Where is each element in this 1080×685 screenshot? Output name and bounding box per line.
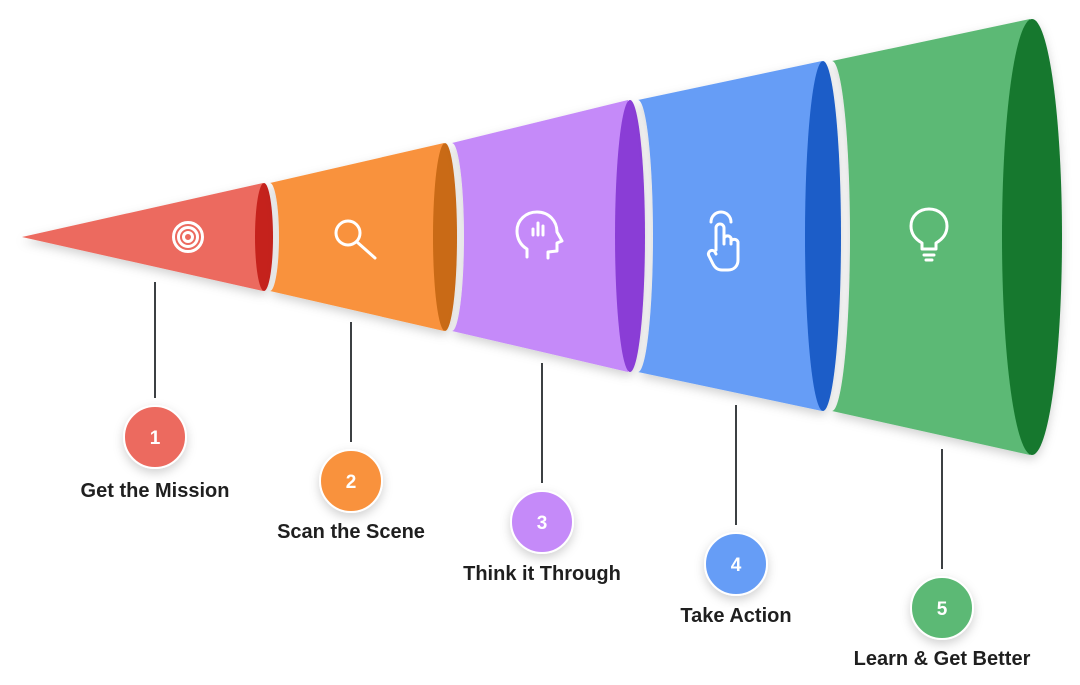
segment-5-face bbox=[832, 19, 1030, 455]
segment-5-rim bbox=[1002, 19, 1062, 455]
thinking-head-icon bbox=[515, 210, 564, 260]
segment-1-face bbox=[22, 183, 263, 291]
step-4-number-circle bbox=[704, 532, 768, 596]
target-icon bbox=[172, 221, 204, 253]
step-5-marker: 5 Learn & Get Better bbox=[854, 449, 1031, 670]
step-4-number: 4 bbox=[731, 555, 742, 576]
segment-3-rim bbox=[615, 100, 645, 372]
funnel-segment-1 bbox=[22, 183, 273, 291]
step-5-number-circle bbox=[910, 576, 974, 640]
step-2-marker: 2 Scan the Scene bbox=[277, 322, 425, 543]
tap-hand-icon bbox=[706, 210, 740, 272]
step-2-number-circle bbox=[319, 449, 383, 513]
funnel-segment-4 bbox=[638, 61, 841, 411]
lightbulb-icon bbox=[909, 207, 949, 262]
step-1-number-circle bbox=[123, 405, 187, 469]
segment-4-rim bbox=[805, 61, 841, 411]
step-2-label: Scan the Scene bbox=[277, 521, 425, 543]
funnel-segment-3 bbox=[452, 100, 645, 372]
search-icon bbox=[334, 219, 377, 260]
funnel-segment-5 bbox=[832, 19, 1062, 455]
step-5-number: 5 bbox=[937, 599, 948, 620]
step-3-label: Think it Through bbox=[463, 563, 621, 585]
step-1-marker: 1 Get the Mission bbox=[81, 282, 230, 502]
step-4-marker: 4 Take Action bbox=[680, 405, 792, 627]
step-1-label: Get the Mission bbox=[81, 480, 230, 502]
segment-2-rim bbox=[433, 143, 457, 331]
step-2-number: 2 bbox=[346, 472, 357, 493]
step-3-number-circle bbox=[510, 490, 574, 554]
segment-1-rim bbox=[255, 183, 273, 291]
step-1-number: 1 bbox=[150, 428, 161, 449]
segment-3-face bbox=[452, 100, 628, 372]
step-3-marker: 3 Think it Through bbox=[463, 363, 621, 585]
step-4-label: Take Action bbox=[680, 605, 791, 627]
segment-2-face bbox=[270, 143, 444, 331]
funnel-segment-2 bbox=[270, 143, 457, 331]
step-3-number: 3 bbox=[537, 513, 548, 534]
step-5-label: Learn & Get Better bbox=[854, 648, 1031, 670]
